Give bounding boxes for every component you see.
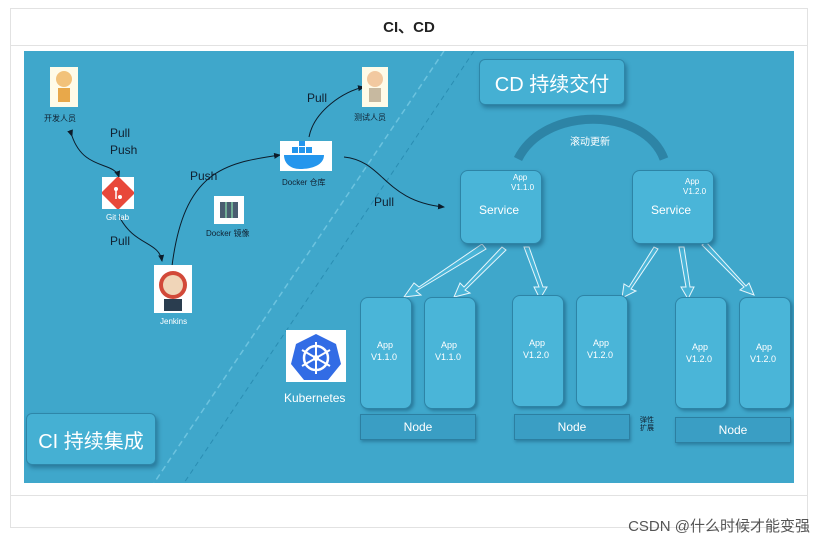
ci-title-box: CI 持续集成: [26, 413, 156, 465]
pod-version-label: V1.1.0: [371, 352, 398, 362]
node-box: Node: [675, 417, 791, 443]
divider-line: [153, 51, 445, 483]
docker-image-icon: [214, 196, 244, 224]
docker-registry-label: Docker 仓库: [282, 178, 326, 187]
app-pod: App V1.1.0: [360, 297, 412, 409]
pod-version-label: V1.2.0: [686, 354, 713, 364]
developer-avatar-icon: [50, 67, 78, 107]
rolling-update-arc: [513, 114, 669, 162]
divider: [10, 495, 808, 496]
service-box: App V1.2.0 Service: [632, 170, 714, 244]
pod-version-label: V1.2.0: [750, 354, 777, 364]
connector-lines: [67, 51, 755, 483]
page-title: CI、CD: [10, 8, 808, 46]
registry-pull-tester-label: Pull: [307, 91, 328, 105]
jenkins-logo-icon: [154, 265, 192, 313]
gitlab-label: Git lab: [106, 213, 130, 222]
docker-tester-arrow: [308, 85, 365, 138]
pod-version-label: V1.2.0: [523, 350, 550, 360]
scale-label: 弹性扩展: [640, 417, 654, 432]
git-logo-icon: [101, 176, 135, 210]
dev-gitlab-arrow: [67, 129, 121, 178]
developer-label: 开发人员: [44, 114, 76, 123]
app-pod: App V1.2.0: [739, 297, 791, 409]
pod-version-label: V1.2.0: [587, 350, 614, 360]
divider-line: [183, 51, 475, 483]
pod-app-label: App: [692, 342, 709, 352]
jenkins-docker-arrow: [171, 152, 281, 267]
pod-app-label: App: [529, 338, 546, 348]
tester-avatar-icon: [362, 67, 388, 107]
service-box: App V1.1.0 Service: [460, 170, 542, 244]
app-pod: App V1.2.0: [576, 295, 628, 407]
app-pod: App V1.1.0: [424, 297, 476, 409]
service-version-label: V1.1.0: [511, 183, 535, 192]
docker-service-arrow: [343, 156, 445, 210]
watermark: CSDN @什么时候才能变强: [628, 518, 810, 535]
jenkins-label: Jenkins: [160, 317, 188, 326]
cd-title-box: CD 持续交付: [479, 59, 625, 105]
docker-whale-icon: [280, 141, 332, 171]
registry-pull-service-label: Pull: [374, 195, 395, 209]
pod-app-label: App: [593, 338, 610, 348]
service-pod-arrows: [402, 241, 755, 301]
pod-app-label: App: [441, 340, 458, 350]
cd-title: CD 持续交付: [494, 73, 610, 96]
service-label: Service: [479, 203, 520, 217]
pod-app-label: App: [756, 342, 773, 352]
service-app-label: App: [685, 177, 700, 186]
tester-label: 测试人员: [354, 113, 386, 122]
service-version-label: V1.2.0: [683, 187, 707, 196]
cicd-slide: 开发人员 Pull Push Git lab Pull Jenkins Push…: [24, 51, 794, 483]
rolling-update-label: 滚动更新: [570, 137, 610, 148]
ci-title: CI 持续集成: [38, 430, 144, 453]
gitlab-pull-label: Pull: [110, 234, 131, 248]
service-label: Service: [651, 203, 692, 217]
jenkins-push-label: Push: [190, 169, 218, 183]
gitlab-jenkins-arrow: [118, 215, 165, 262]
app-pod: App V1.2.0: [512, 295, 564, 407]
service-app-label: App: [513, 173, 528, 182]
docker-image-label: Docker 镜像: [206, 229, 250, 238]
pull-label: Pull: [110, 126, 131, 140]
node-box: Node: [514, 414, 630, 440]
kubernetes-logo-icon: [286, 330, 346, 382]
node-box: Node: [360, 414, 476, 440]
push-label: Push: [110, 143, 138, 157]
app-pod: App V1.2.0: [675, 297, 727, 409]
pod-app-label: App: [377, 340, 394, 350]
pod-version-label: V1.1.0: [435, 352, 462, 362]
kubernetes-label: Kubernetes: [284, 391, 346, 405]
